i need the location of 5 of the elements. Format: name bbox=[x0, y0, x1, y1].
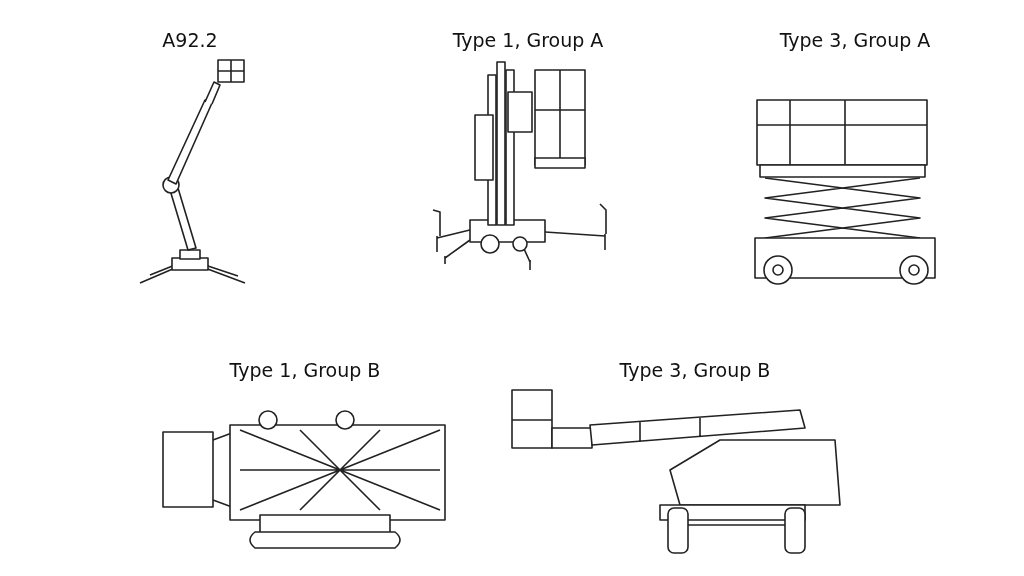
machine-label: Type 3, Group B bbox=[619, 358, 771, 382]
machine-label: Type 3, Group A bbox=[779, 28, 931, 52]
machine-label: Type 1, Group A bbox=[452, 28, 604, 52]
machine-label: A92.2 bbox=[162, 28, 218, 52]
machine-label: Type 1, Group B bbox=[229, 358, 381, 382]
